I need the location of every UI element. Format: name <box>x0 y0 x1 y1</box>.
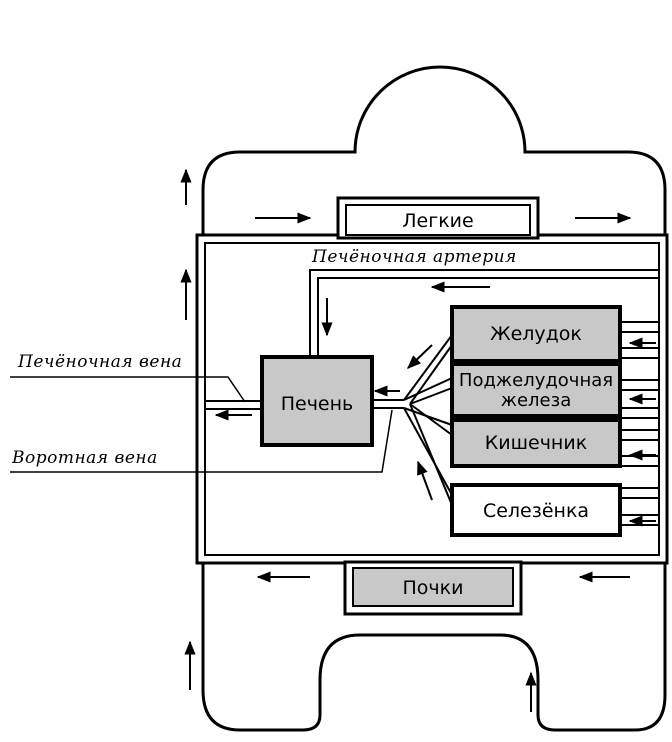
lungs-label: Легкие <box>402 210 473 232</box>
pancreas-label-line1: Поджелудочная <box>459 370 613 391</box>
portal-vein-fan <box>372 334 453 506</box>
body-outline <box>201 65 667 732</box>
hepatic-vein-label: Печёночная вена <box>17 352 182 372</box>
hepatic-artery-label: Печёночная артерия <box>311 247 517 267</box>
kidneys-label: Почки <box>403 577 464 599</box>
spleen-label: Селезёнка <box>483 500 589 522</box>
hepatic-artery-vessel-inner <box>317 277 659 362</box>
systemic-loop-inner <box>204 242 660 556</box>
lungs-box-inner <box>345 204 531 236</box>
intestine-box <box>450 418 622 468</box>
pancreas-box <box>450 362 622 418</box>
stomach-label: Желудок <box>490 323 582 345</box>
kidneys-box <box>352 567 514 607</box>
arrow-diag-stomach <box>406 344 433 369</box>
spleen-box <box>450 483 622 537</box>
hepatic-vein-leader <box>10 376 246 403</box>
hepatic-artery-vessel-outer <box>309 269 659 362</box>
liver-box <box>260 355 374 447</box>
arrow-diag-spleen <box>417 460 433 501</box>
stomach-box <box>450 305 622 363</box>
intestine-label: Кишечник <box>485 432 587 454</box>
pancreas-label-line2: железа <box>501 390 571 411</box>
flow-arrows <box>180 168 656 712</box>
organ-return-vessels <box>620 321 659 526</box>
liver-label: Печень <box>281 393 354 415</box>
portal-vein-leader <box>10 409 393 473</box>
portal-vein-label: Воротная вена <box>11 448 158 468</box>
